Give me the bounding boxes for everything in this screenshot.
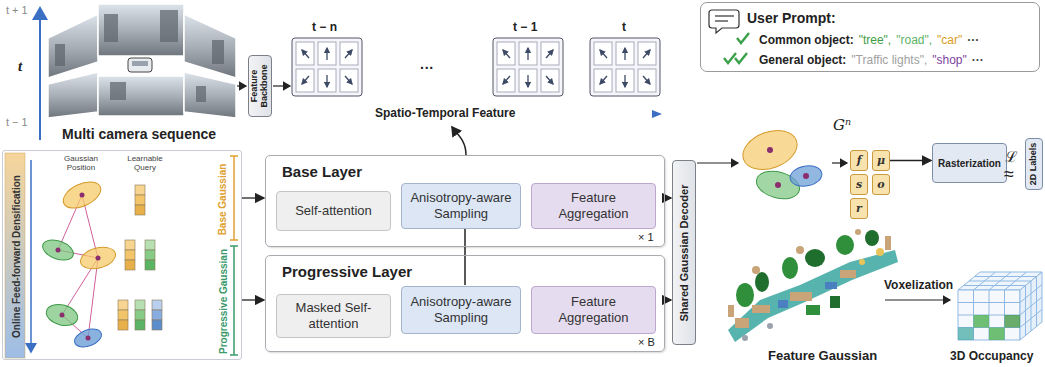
annotation-label: ℒ — [1005, 146, 1018, 166]
annotation-label: Gⁿ — [833, 116, 851, 134]
text-label: Base Gaussian — [217, 163, 228, 235]
text-label: "road", — [896, 33, 932, 47]
text-stack: μ — [873, 152, 889, 169]
text-label: Base Layer — [282, 163, 362, 180]
aggregation-box: Feature Aggregation — [531, 286, 656, 334]
text-label: "shop" — [932, 53, 967, 67]
annotation-label: Feature Gaussian — [768, 348, 877, 363]
text-stack: Rasterization — [934, 156, 1005, 171]
backbone-box: Feature Backbone — [248, 55, 272, 117]
text-label: Feature Backbone — [250, 58, 270, 114]
text-label: Self-attention — [295, 203, 372, 219]
text-label: Gaussian Position — [54, 155, 108, 173]
text-label: ··· — [967, 33, 979, 47]
text-label: Masked Self-attention — [281, 300, 386, 331]
text-label: Feature Aggregation — [536, 190, 651, 221]
connector-arrow — [242, 197, 264, 198]
prompt-box: User Prompt: Common object: "tree", "road",… — [700, 2, 1040, 72]
annotation-label: ··· — [420, 60, 434, 76]
text-label: General object: — [759, 53, 846, 67]
text-stack: Masked Self-attention — [277, 298, 390, 333]
parameter-box: o — [872, 174, 890, 195]
rasterization-box: Rasterization — [932, 143, 1007, 183]
text-label: User Prompt: — [747, 10, 836, 26]
aggregation-box: Feature Aggregation — [531, 183, 656, 229]
text-label: 2D Labels — [1029, 141, 1039, 187]
annotation-label: ≈ — [1004, 164, 1014, 185]
connector-arrow — [890, 160, 931, 161]
text-label: o — [877, 178, 884, 191]
text-label: "tree", — [859, 33, 892, 47]
text-label: Rasterization — [938, 158, 1001, 169]
text-label: Feature Aggregation — [536, 294, 651, 325]
attention-box: Masked Self-attention — [276, 294, 391, 338]
parameter-box: μ — [872, 150, 890, 171]
text-label: Learnable Query — [118, 155, 172, 173]
annotation-label: t — [18, 58, 22, 75]
parameter-box: f — [850, 150, 868, 171]
connector-arrow — [665, 197, 671, 198]
labels-box: 2D Labels — [1025, 138, 1043, 190]
sampling-box: Anisotropy-aware Sampling — [401, 183, 521, 229]
text-label: f — [857, 154, 862, 167]
decoder-box: Shared Gaussian Decoder — [672, 160, 696, 345]
text-label: μ — [877, 154, 885, 167]
text-label: Online Feed-forward Densification — [10, 175, 21, 338]
annotation-label: t − 1 — [6, 116, 28, 128]
text-label: Anisotropy-aware Sampling — [406, 190, 516, 221]
parameter-box: s — [850, 174, 868, 195]
text-label: Progressive Layer — [282, 263, 412, 280]
text-row: General object: "Traffic lights", "shop" ··… — [759, 53, 984, 67]
annotation-label: t + 1 — [6, 4, 28, 16]
text-label: Progressive Gaussian — [218, 248, 229, 353]
text-label: × B — [638, 336, 655, 348]
parameter-box: r — [850, 198, 868, 219]
connector-arrow — [242, 299, 264, 300]
text-row: User Prompt: — [747, 10, 836, 26]
text-label: Shared Gaussian Decoder — [678, 163, 690, 342]
annotation-label: Voxelization — [884, 278, 953, 292]
text-label: × 1 — [638, 231, 654, 243]
text-stack: Anisotropy-aware Sampling — [402, 188, 520, 223]
text-label: ··· — [972, 53, 984, 67]
layer-box: Base Layer × 1 Self-attention Anisotropy-aw… — [265, 155, 665, 247]
text-stack: Feature Aggregation — [532, 188, 655, 223]
text-stack: f — [853, 152, 866, 169]
text-label: r — [856, 202, 862, 215]
text-label: "car" — [937, 33, 962, 47]
densification-panel: Online Feed-forward Densification Gaussia… — [2, 150, 242, 360]
connector-arrow — [665, 299, 671, 300]
layer-box: Progressive Layer × B Masked Self-attentio… — [265, 255, 665, 352]
text-stack: Anisotropy-aware Sampling — [402, 292, 520, 327]
text-stack: Self-attention — [291, 201, 376, 221]
annotation-label: Multi camera sequence — [62, 126, 216, 142]
text-label: s — [856, 178, 862, 191]
annotation-label: t − n — [312, 20, 337, 34]
annotation-label: t — [622, 20, 626, 34]
text-row: Common object: "tree", "road", "car" ··· — [759, 33, 979, 47]
attention-box: Self-attention — [276, 191, 391, 231]
text-label: Anisotropy-aware Sampling — [406, 294, 516, 325]
annotation-label: t − 1 — [513, 20, 537, 34]
annotation-label: 3D Occupancy — [950, 349, 1033, 363]
text-stack: r — [852, 200, 866, 217]
sampling-box: Anisotropy-aware Sampling — [401, 286, 521, 334]
text-stack: Feature Aggregation — [532, 292, 655, 327]
text-label: Common object: — [759, 33, 854, 47]
text-stack: o — [873, 176, 888, 193]
text-stack: s — [852, 176, 866, 193]
annotation-label: Spatio-Temporal Feature — [372, 106, 518, 120]
text-label: "Traffic lights", — [851, 53, 927, 67]
